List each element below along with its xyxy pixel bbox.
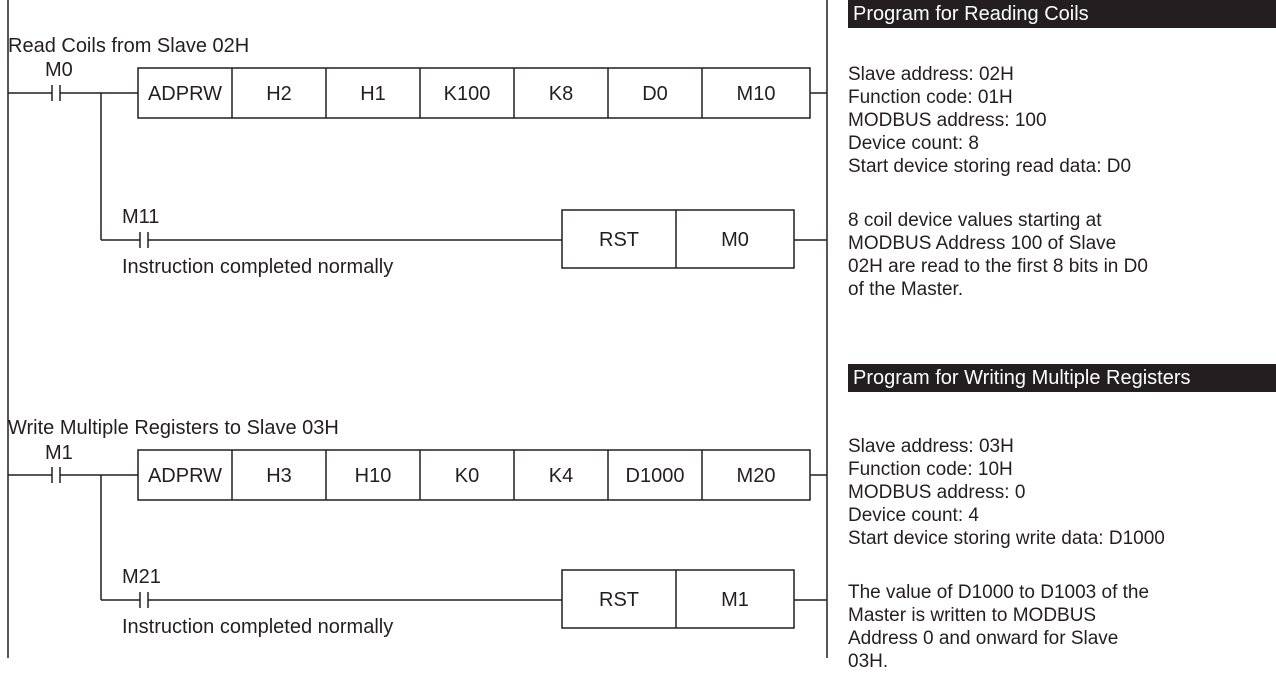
contact-m1-label: M1 xyxy=(45,442,73,464)
param-line: Slave address: 03H xyxy=(848,436,1014,457)
r2-instruction-cell: K4 xyxy=(549,465,573,487)
r2-reset-cell: RST xyxy=(599,589,639,611)
instruction-box-rst-2 xyxy=(561,569,795,629)
r2-instruction-cell: ADPRW xyxy=(148,465,222,487)
r1-instruction-cell: D0 xyxy=(642,83,668,105)
contact-m0-symbol xyxy=(51,85,61,101)
param-line: Function code: 10H xyxy=(848,459,1013,480)
contact-m21-symbol xyxy=(139,592,149,608)
note-line: Address 0 and onward for Slave xyxy=(848,628,1119,649)
note-line: 8 coil device values starting at xyxy=(848,210,1102,231)
r2-instruction-cell: H3 xyxy=(266,465,292,487)
param-line: Slave address: 02H xyxy=(848,64,1014,85)
r1-reset-cell: M0 xyxy=(721,229,749,251)
contact-m11-label: M11 xyxy=(122,206,160,228)
rung2-comment: Write Multiple Registers to Slave 03H xyxy=(8,417,339,439)
panel-reading-coils-params: Slave address: 02H Function code: 01H MO… xyxy=(848,63,1131,178)
note-line: MODBUS Address 100 of Slave xyxy=(848,233,1117,254)
contact-m11-symbol xyxy=(139,232,149,248)
instruction-box-adprw-2 xyxy=(137,449,811,501)
r1-instruction-cell: H1 xyxy=(360,83,386,105)
panel-writing-registers-params: Slave address: 03H Function code: 10H MO… xyxy=(848,435,1165,550)
panel-reading-coils-title: Program for Reading Coils xyxy=(848,0,1276,28)
param-line: Start device storing write data: D1000 xyxy=(848,528,1165,549)
panel-writing-registers-note: The value of D1000 to D1003 of the Maste… xyxy=(848,581,1149,673)
param-line: Device count: 8 xyxy=(848,133,979,154)
rung2-reset-comment: Instruction completed normally xyxy=(122,616,394,638)
r1-instruction-cell: ADPRW xyxy=(148,83,222,105)
r1-instruction-cell: K8 xyxy=(549,83,573,105)
r1-instruction-cell: K100 xyxy=(444,83,491,105)
r2-instruction-cell: M20 xyxy=(737,465,776,487)
contact-m0-label: M0 xyxy=(45,59,73,81)
r2-instruction-cell: K0 xyxy=(455,465,479,487)
note-line: 03H. xyxy=(848,651,889,672)
r1-reset-cell: RST xyxy=(599,229,639,251)
param-line: Device count: 4 xyxy=(848,505,979,526)
panel-writing-registers-title: Program for Writing Multiple Registers xyxy=(848,364,1276,392)
note-line: The value of D1000 to D1003 of the xyxy=(848,582,1150,603)
r2-instruction-cell: D1000 xyxy=(626,465,685,487)
contact-m1-symbol xyxy=(51,467,61,483)
rung1-comment: Read Coils from Slave 02H xyxy=(8,35,250,57)
param-line: Start device storing read data: D0 xyxy=(848,156,1132,177)
contact-m21-label: M21 xyxy=(122,566,161,588)
r1-instruction-cell: H2 xyxy=(266,83,292,105)
param-line: MODBUS address: 0 xyxy=(848,482,1026,503)
instruction-box-rst-1 xyxy=(561,209,795,269)
note-line: of the Master. xyxy=(848,279,964,300)
ladder-diagram: ADPRW H2 H1 K100 K8 D0 M10 RST M0 ADPRW … xyxy=(7,0,828,658)
rung1-reset-comment: Instruction completed normally xyxy=(122,256,394,278)
param-line: MODBUS address: 100 xyxy=(848,110,1047,131)
r1-instruction-cell: M10 xyxy=(737,83,776,105)
note-line: 02H are read to the first 8 bits in D0 xyxy=(848,256,1148,277)
note-line: Master is written to MODBUS xyxy=(848,605,1097,626)
r2-instruction-cell: H10 xyxy=(355,465,392,487)
r2-reset-cell: M1 xyxy=(721,589,749,611)
panel-reading-coils-note: 8 coil device values starting at MODBUS … xyxy=(848,209,1148,301)
instruction-box-adprw-1 xyxy=(137,67,811,119)
param-line: Function code: 01H xyxy=(848,87,1013,108)
